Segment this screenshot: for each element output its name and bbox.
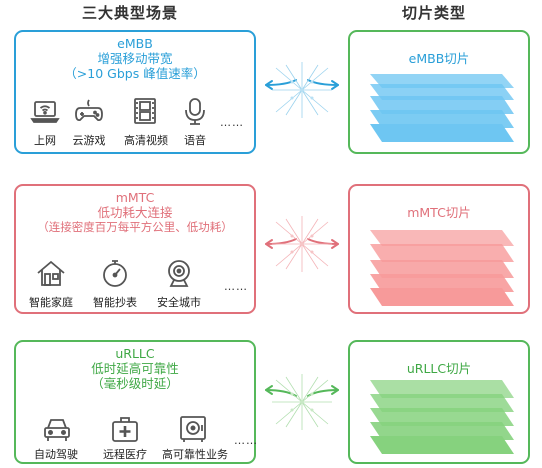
mmtc-slice-box: mMTC切片 [348, 184, 530, 314]
embb-slice-label: eMBB切片 [408, 51, 470, 66]
car-icon [40, 414, 74, 446]
embb-slice-layers-icon [370, 74, 514, 142]
item-label-autonomous-driving: 自动驾驶 [34, 448, 78, 461]
mmtc-density: （连接密度百万每平方公里、低功耗） [37, 220, 233, 234]
item-label-voice: 语音 [184, 134, 206, 147]
embb-name: eMBB [117, 36, 153, 51]
urllc-slice-layers-icon [370, 380, 514, 454]
laptop-wifi-icon [28, 96, 62, 128]
film-icon [128, 96, 162, 128]
item-label-smart-meter: 智能抄表 [93, 296, 137, 309]
embb-scenario-box: eMBB 增强移动带宽 （>10 Gbps 峰值速率） 上网 云游戏 高清视频 [14, 30, 256, 154]
safe-icon [176, 414, 210, 446]
meter-icon [98, 258, 132, 290]
more-ellipsis: …… [234, 434, 258, 447]
microphone-icon [178, 96, 212, 128]
urllc-slice-label: uRLLC切片 [406, 361, 472, 376]
more-ellipsis: …… [224, 280, 248, 293]
item-label-smart-home: 智能家庭 [29, 296, 73, 309]
urllc-latency: （毫秒级时延） [91, 376, 179, 391]
mmtc-slice-label: mMTC切片 [407, 205, 471, 220]
embb-connector-icon [265, 62, 339, 118]
item-label-hd-video: 高清视频 [124, 134, 168, 147]
urllc-connector-icon [265, 374, 339, 430]
urllc-desc: 低时延高可靠性 [91, 361, 179, 376]
urllc-slice-box: uRLLC切片 [348, 340, 530, 464]
house-icon [34, 258, 68, 290]
mmtc-connector-icon [265, 216, 339, 272]
mmtc-slice-layers-icon [370, 230, 514, 306]
embb-peak-rate: （>10 Gbps 峰值速率） [64, 66, 206, 81]
mmtc-desc: 低功耗大连接 [97, 205, 173, 220]
medical-kit-icon [108, 414, 142, 446]
gamepad-icon [72, 96, 106, 128]
slice-types-header: 切片类型 [402, 4, 467, 22]
mmtc-scenario-box: mMTC 低功耗大连接 （连接密度百万每平方公里、低功耗） 智能家庭 智能抄表 … [14, 184, 256, 314]
more-ellipsis: …… [220, 116, 244, 129]
item-label-safe-city: 安全城市 [157, 296, 201, 309]
scenarios-header: 三大典型场景 [82, 4, 179, 22]
urllc-name: uRLLC [115, 346, 155, 361]
item-label-internet: 上网 [34, 134, 56, 147]
mmtc-name: mMTC [115, 190, 155, 205]
camera-icon [162, 258, 196, 290]
item-label-remote-medical: 远程医疗 [103, 448, 147, 461]
item-label-high-reliability: 高可靠性业务 [162, 448, 228, 461]
item-label-cloud-gaming: 云游戏 [72, 134, 106, 147]
embb-slice-box: eMBB切片 [348, 30, 530, 154]
embb-desc: 增强移动带宽 [97, 51, 173, 66]
urllc-scenario-box: uRLLC 低时延高可靠性 （毫秒级时延） 自动驾驶 远程医疗 高可靠性业务 …… [14, 340, 258, 464]
